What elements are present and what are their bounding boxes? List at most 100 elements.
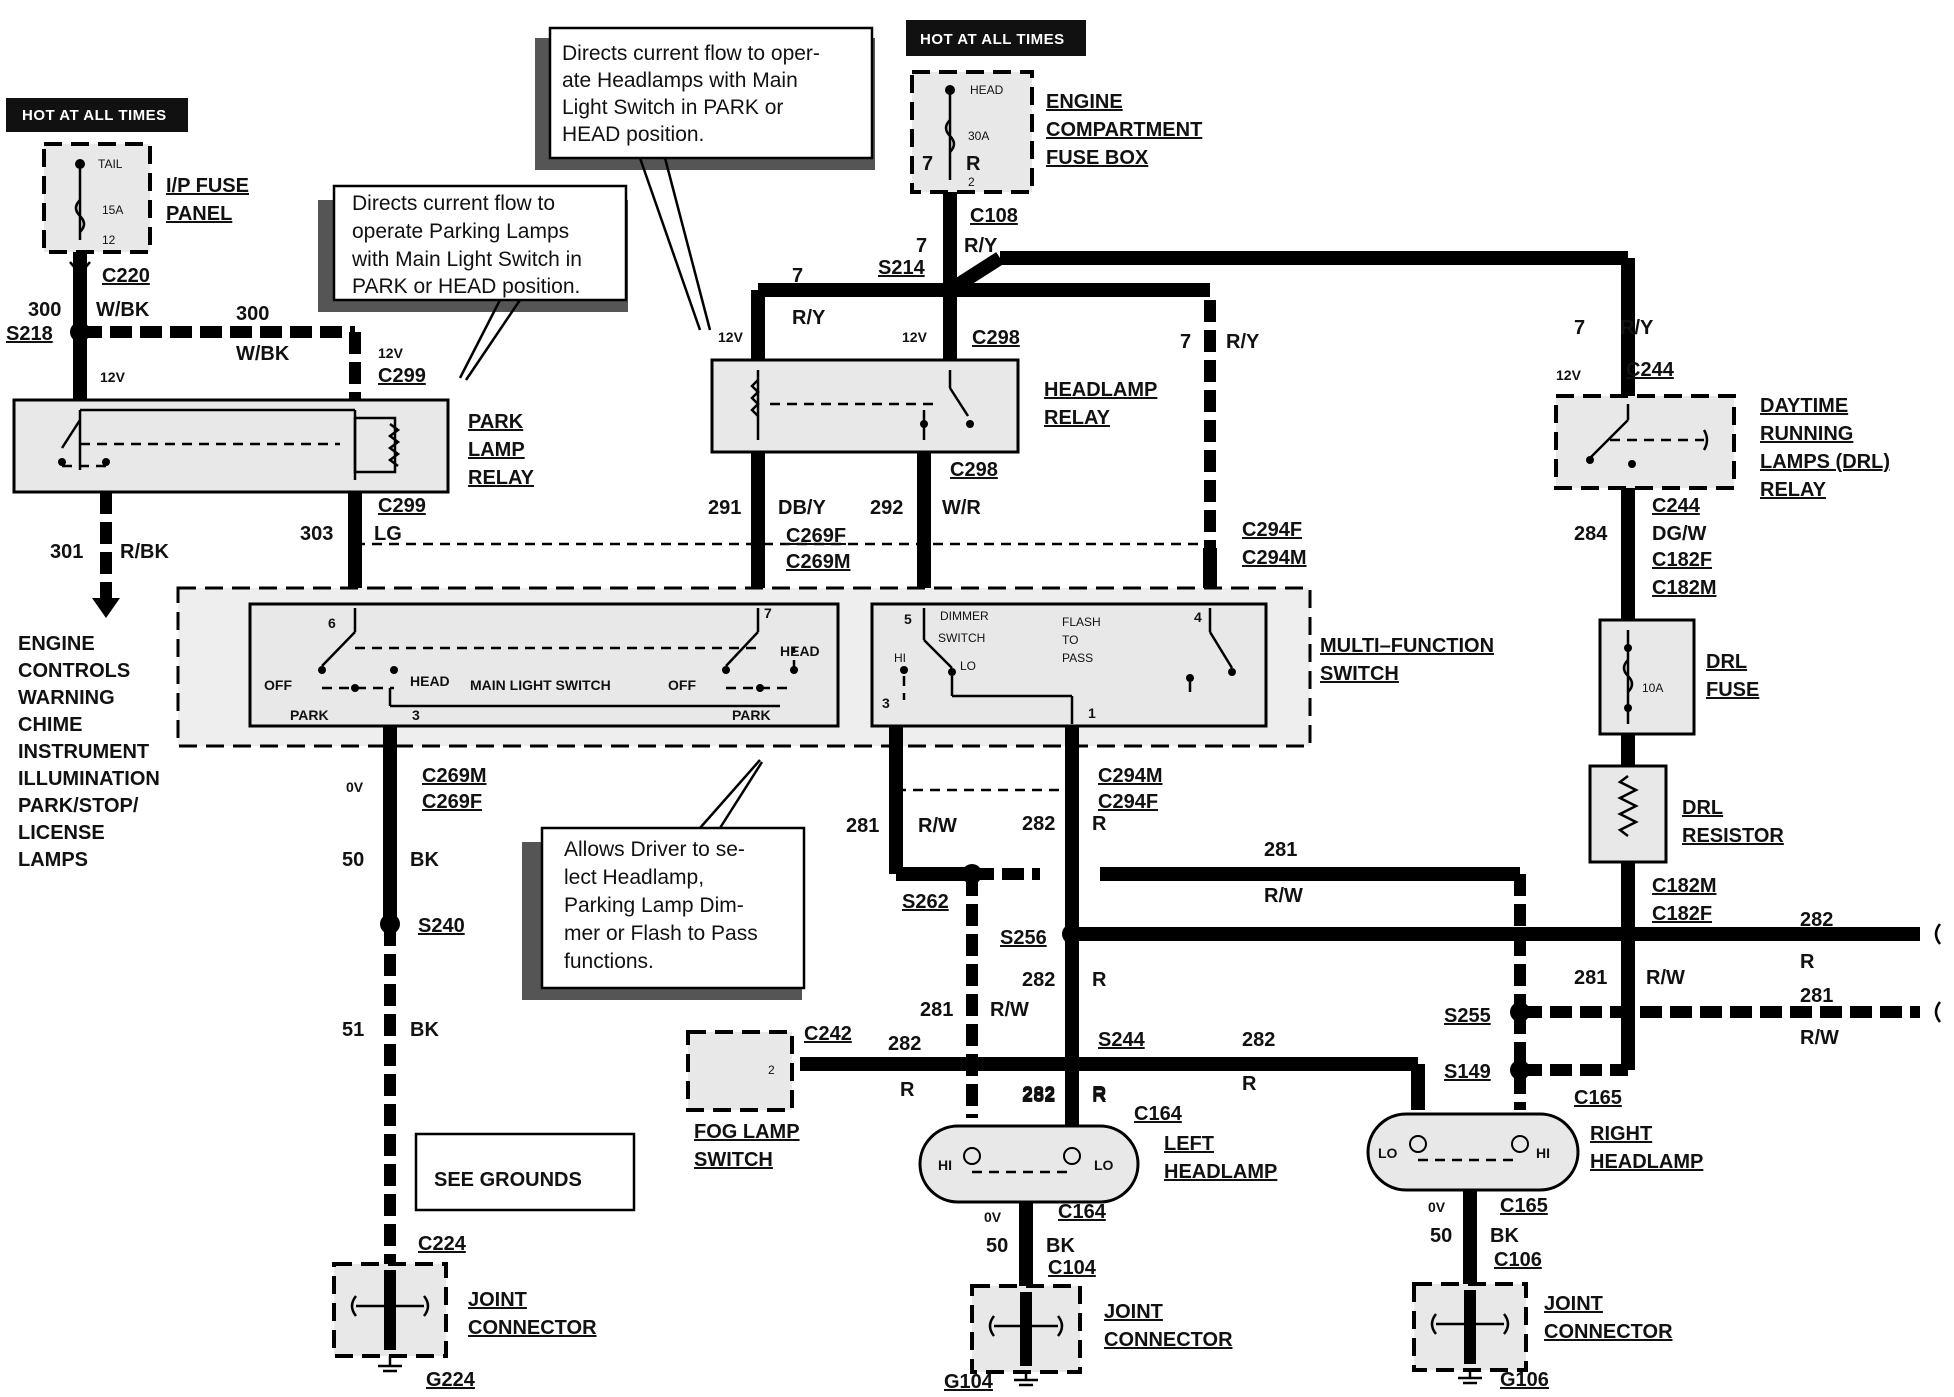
diagram-label: 12V [902,329,928,345]
conn-c299: C299 [378,365,426,387]
diagram-label: S149 [1444,1061,1491,1083]
note-parking-line: Directs current flow to [352,192,555,215]
diagram-label: CONNECTOR [468,1317,597,1339]
conn-c299b: C299 [378,495,426,517]
note-headlamps-line: ate Headlamps with Main [562,69,798,92]
note-driver-line: mer or Flash to Pass [564,922,758,945]
diagram-label: 7 [916,235,927,257]
conn-c298: C298 [972,327,1020,349]
diagram-label: R [1800,951,1815,973]
diagram-label: CHIME [18,714,82,736]
diagram-label: R [966,153,981,175]
diagram-label: 282 [1022,969,1055,991]
diagram-label: HEAD [780,643,820,659]
conn-c269m: C269M [786,551,850,573]
diagram-label: 7 [922,153,933,175]
diagram-label: DAYTIME [1760,395,1848,417]
headlamp-relay: HEADLAMP RELAY [710,358,1157,454]
diagram-label: MAIN LIGHT SWITCH [470,677,611,693]
diagram-label: 281 [1800,985,1833,1007]
diagram-label: 15A [102,203,123,217]
note-driver-line: Parking Lamp Dim- [564,894,744,917]
diagram-label: SWITCH [938,631,985,645]
diagram-label: 50 [986,1235,1008,1257]
diagram-label: LEFT [1164,1133,1214,1155]
diagram-label: R/W [1800,1027,1839,1049]
diagram-label: TAIL [98,157,123,171]
diagram-label: SEE GROUNDS [434,1169,582,1191]
engine-fuse-box: HEAD 30A 7 R 2 ENGINE COMPARTMENT FUSE B… [910,70,1202,194]
diagram-label: 6 [328,615,336,631]
conn-c164b: C164 [1058,1201,1107,1223]
conn-c220: C220 [102,265,150,287]
note-parking: Directs current flow to operate Parking … [318,184,628,381]
diagram-label: DIMMER [940,609,989,623]
diagram-label: 50 [1430,1225,1452,1247]
diagram-label: R/Y [964,235,998,257]
diagram-label: BK [1490,1225,1519,1247]
diagram-label: HOT AT ALL TIMES [22,107,167,124]
diagram-label: RUNNING [1760,423,1853,445]
conn-c269f2: C269F [422,791,482,813]
diagram-label: S255 [1444,1005,1491,1027]
diagram-label: HEADLAMP [1590,1151,1703,1173]
note-driver-line: Allows Driver to se- [564,838,745,861]
diagram-label: RESISTOR [1682,825,1784,847]
diagram-label: 282 [1800,909,1833,931]
diagram-label: BK [410,1019,439,1041]
note-headlamps-line: HEAD position. [562,123,704,146]
diagram-label: HI [894,651,906,665]
drl-resistor: DRL RESISTOR [1588,764,1784,864]
joint-connector-right: JOINT CONNECTOR G106 [1412,1282,1673,1391]
diagram-label: PARK [290,707,329,723]
joint-connector-middle: JOINT CONNECTOR G104 [944,1284,1233,1393]
diagram-label: I/P FUSE [166,175,249,197]
diagram-label: HI [1536,1145,1550,1161]
diagram-label: R [1092,1085,1107,1107]
diagram-label: S256 [1000,927,1047,949]
conn-c244b: C244 [1652,495,1701,517]
diagram-label: R/Y [1620,317,1654,339]
diagram-label: R [1092,1083,1107,1105]
diagram-label: 282 [888,1033,921,1055]
diagram-label: 12 [102,233,116,247]
diagram-label: LICENSE [18,822,105,844]
conn-c106: C106 [1494,1249,1542,1271]
diagram-label: R/Y [792,307,826,329]
diagram-label: 10A [1642,681,1663,695]
diagram-label: OFF [264,677,292,693]
diagram-label: 282 [1022,1083,1055,1105]
diagram-label: S262 [902,891,949,913]
diagram-label: CONNECTOR [1544,1321,1673,1343]
diagram-label: 12V [100,369,126,385]
diagram-label: PARK [468,411,524,433]
diagram-label: JOINT [468,1289,527,1311]
diagram-label: 0V [346,779,364,795]
diagram-label: 281 [846,815,879,837]
diagram-label: ENGINE [1046,91,1123,113]
conn-c182m: C182M [1652,577,1716,599]
engine-controls-list: ENGINE CONTROLS WARNING CHIME INSTRUMENT… [18,633,160,871]
diagram-label: FUSE BOX [1046,147,1149,169]
diagram-label: 2 [768,1063,775,1077]
ground-g104: G104 [944,1371,994,1392]
diagram-label: 0V [1428,1199,1446,1215]
diagram-label: 12V [718,329,744,345]
conn-c182m2: C182M [1652,875,1716,897]
conn-c165b: C165 [1500,1195,1548,1217]
diagram-label: PARK [732,707,771,723]
note-headlamps-line: Directs current flow to oper- [562,42,820,65]
note-headlamps-line: Light Switch in PARK or [562,96,783,119]
diagram-label: R/Y [1226,331,1260,353]
diagram-label: LAMPS [18,849,88,871]
multi-function-switch: 6 7 3 OFF HEAD PARK MAIN LIGHT SWITCH OF… [176,586,1494,748]
diagram-label: LG [374,523,402,545]
conn-c104: C104 [1048,1257,1097,1279]
conn-c182f: C182F [1652,549,1712,571]
diagram-label: JOINT [1104,1301,1163,1323]
diagram-label: MULTI–FUNCTION [1320,635,1494,657]
diagram-label: 7 [764,605,772,621]
diagram-label: 0V [984,1209,1002,1225]
diagram-label: 300 [28,299,61,321]
left-headlamp: HI LO LEFT HEADLAMP [918,1124,1277,1204]
